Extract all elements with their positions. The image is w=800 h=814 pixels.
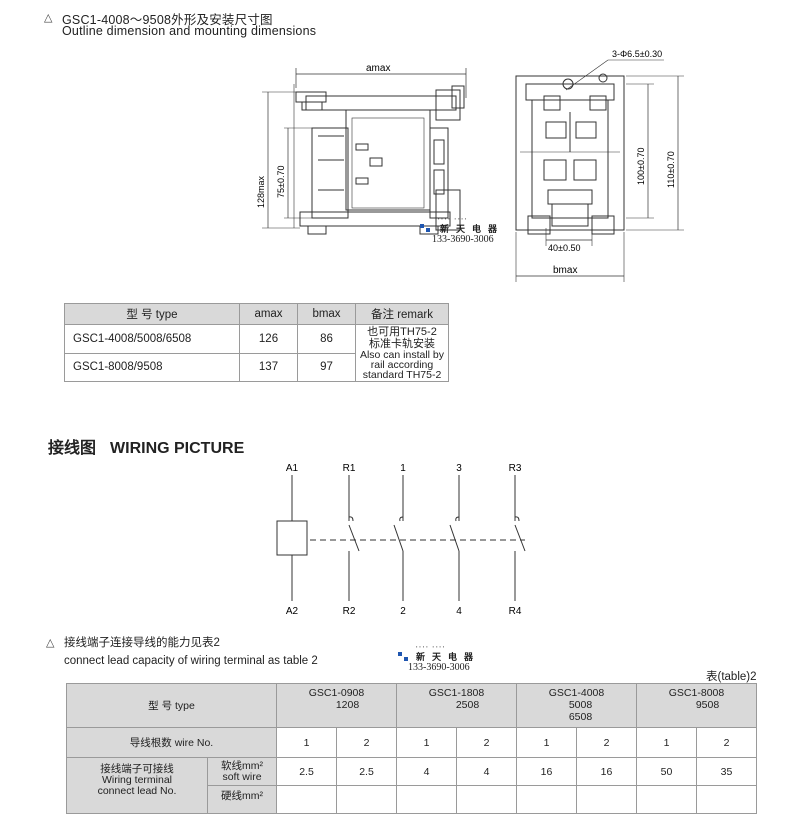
remark-cell: 也可用TH75-2 标准卡轨安装 Also can install by rai… bbox=[355, 324, 449, 382]
dim-110: 110±0.70 bbox=[666, 151, 676, 188]
wiring-label-a2: A2 bbox=[286, 606, 299, 617]
wiring-label-a1: A1 bbox=[286, 463, 299, 474]
dim-bmax: bmax bbox=[553, 265, 577, 276]
table-header-row: 型 号 type GSC1-0908 1208 GSC1-1808 2508 G… bbox=[66, 683, 757, 728]
table-label: 表(table)2 bbox=[706, 671, 757, 683]
table-row: 导线根数 wire No. 1 2 1 2 1 2 1 2 bbox=[66, 727, 757, 758]
terminal-capacity-table: 型 号 type GSC1-0908 1208 GSC1-1808 2508 G… bbox=[66, 683, 757, 814]
dim-128: 128max bbox=[256, 175, 266, 208]
dim-40: 40±0.50 bbox=[548, 243, 580, 253]
side-view bbox=[293, 68, 467, 235]
dim-amax: amax bbox=[366, 63, 390, 74]
wiring-label-r4: R4 bbox=[509, 606, 522, 617]
terminal-title-cn: 接线端子连接导线的能力见表2 bbox=[64, 637, 220, 649]
outline-title-en: Outline dimension and mounting dimension… bbox=[62, 24, 317, 38]
wiring-label-r3: R3 bbox=[509, 463, 522, 474]
terminal-title-en: connect lead capacity of wiring terminal… bbox=[64, 655, 318, 667]
watermark-stamp: ▪▪▪▪ ▪▪▪▪ 新天电器 133-3690-3006 bbox=[396, 644, 516, 678]
outline-title-cn: GSC1-4008～9508外形及安装尺寸图 bbox=[62, 13, 273, 27]
wiring-diagram: A1 R1 1 3 R3 A2 R2 2 4 R4 bbox=[276, 463, 526, 617]
table-row: GSC1-4008/5008/6508 126 86 也可用TH75-2 标准卡… bbox=[64, 324, 449, 382]
wiring-label-3: 3 bbox=[456, 463, 462, 474]
table-header-row: 型 号 type amax bmax 备注 remark bbox=[64, 303, 449, 325]
watermark-stamp: ▪▪▪▪ ▪▪▪▪ 新天电器 133-3690-3006 bbox=[420, 216, 540, 250]
dim-holes: 3-Φ6.5±0.30 bbox=[612, 49, 662, 59]
outline-drawing: amax 128max 75±0.70 3-Φ6.5±0.30 100±0.70… bbox=[256, 49, 684, 282]
table-row: 接线端子可接线 Wiring terminal connect lead No.… bbox=[66, 757, 757, 814]
wiring-label-1: 1 bbox=[400, 463, 406, 474]
triangle-bullet-icon: △ bbox=[44, 12, 53, 24]
table-row: GSC1-8008/9508 137 97 bbox=[64, 352, 449, 382]
dim-75: 75±0.70 bbox=[276, 166, 286, 198]
wiring-label-4: 4 bbox=[456, 606, 462, 617]
dim-100: 100±0.70 bbox=[636, 148, 646, 185]
wiring-label-r2: R2 bbox=[343, 606, 356, 617]
wiring-label-2: 2 bbox=[400, 606, 406, 617]
front-view bbox=[515, 73, 625, 235]
triangle-bullet-icon: △ bbox=[46, 637, 55, 649]
wiring-label-r1: R1 bbox=[343, 463, 356, 474]
dimension-table: 型 号 type amax bmax 备注 remark GSC1-4008/5… bbox=[64, 303, 449, 382]
